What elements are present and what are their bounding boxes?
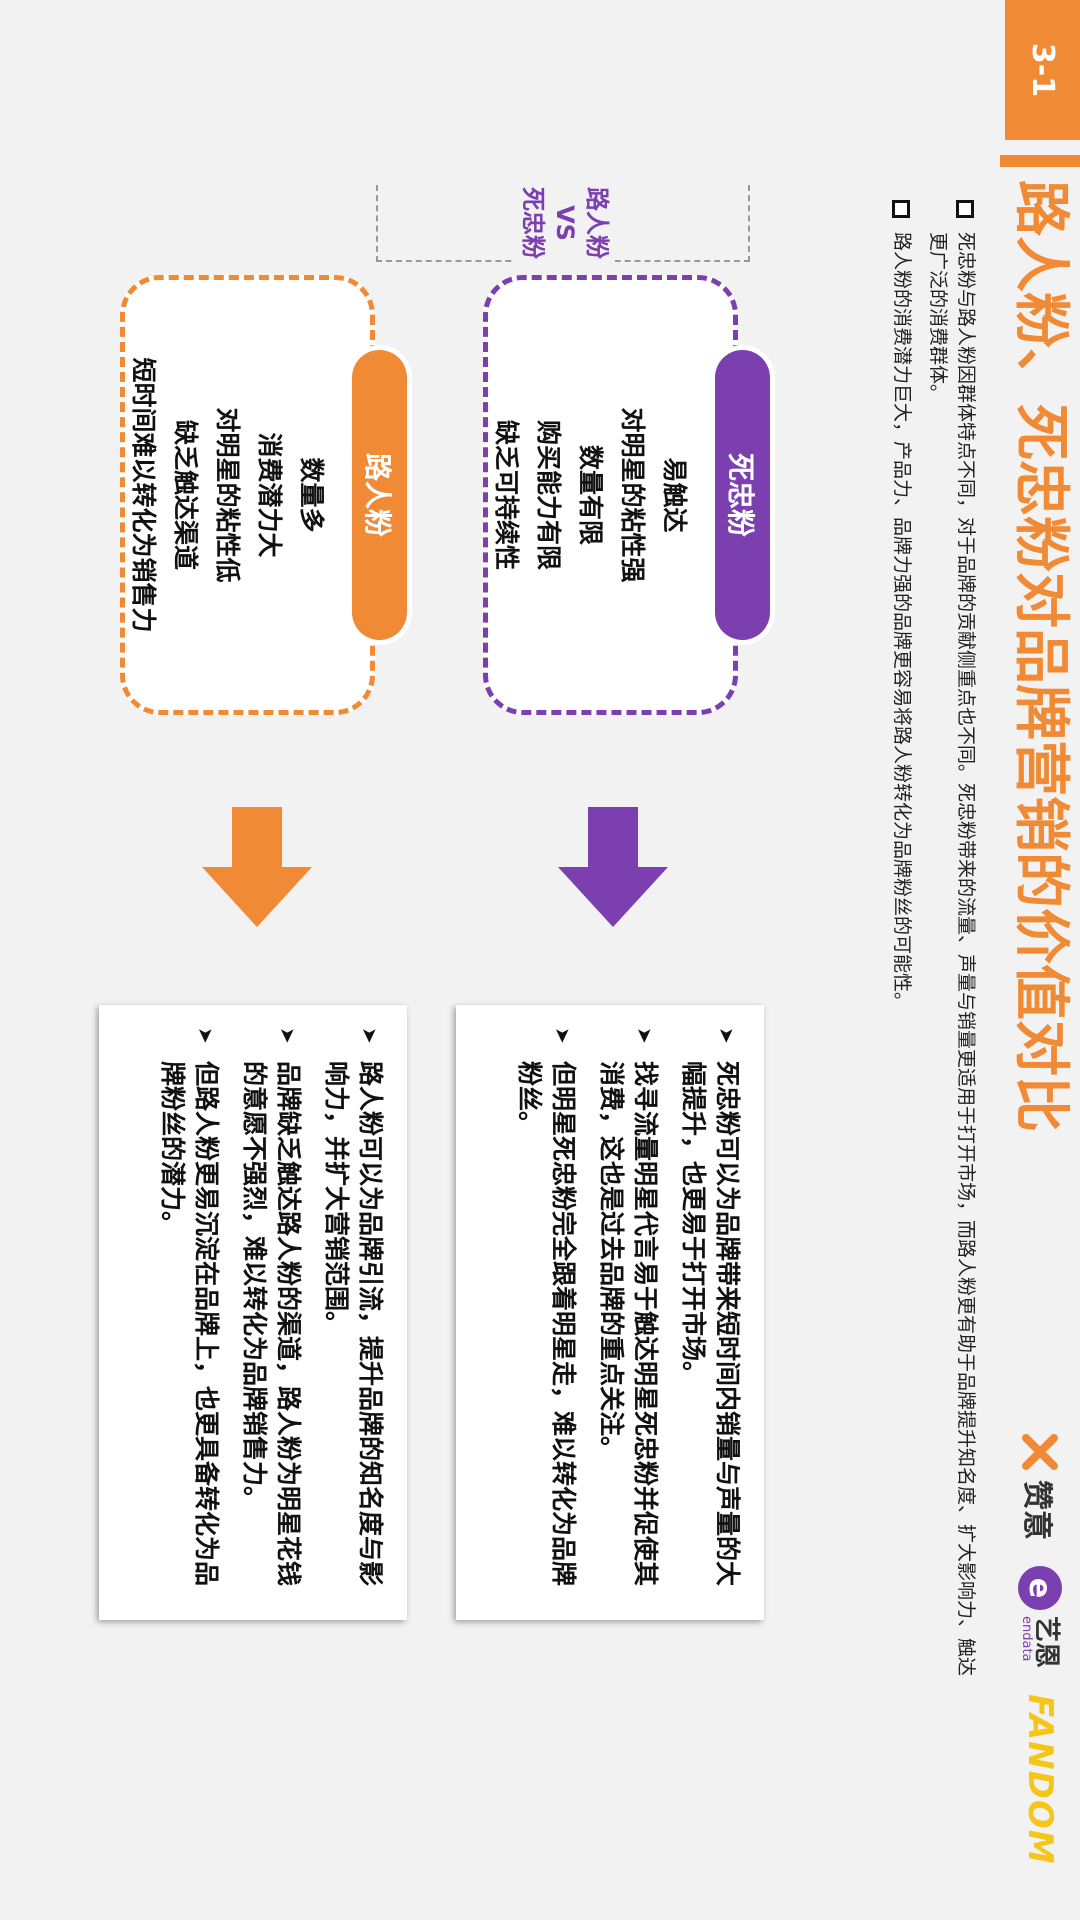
trait-item: 易触达 — [660, 457, 689, 533]
vs-label: 路人粉 VS 死忠粉 — [515, 168, 615, 278]
zany-logo: 赞意 — [1018, 1430, 1062, 1540]
bullet-item: 路人粉的消费潜力巨大，产品力、品牌力强的品牌更容易将路人粉转化为品牌粉丝的可能性… — [888, 200, 916, 1680]
point-text: 品牌缺乏触达路人粉的渠道，路人粉为明星花钱的意愿不强烈，难以转化为品牌销售力。 — [240, 1061, 303, 1587]
endata-logo-en: endata — [1019, 1616, 1035, 1662]
title-accent-bar — [1000, 155, 1080, 167]
trait-item: 购买能力有限 — [534, 419, 563, 570]
passerby-points-card: ➤ 路人粉可以为品牌引流，提升品牌的知名度与影响力，并扩大营销范围。 ➤ 品牌缺… — [99, 1005, 407, 1620]
bullet-item: 死忠粉与路人粉因群体特点不同，对于品牌的贡献侧重点也不同。死忠粉带来的流量、声量… — [924, 200, 980, 1680]
point-item: ➤ 但明星死忠粉完全跟着明星走，难以转化为品牌粉丝。 — [512, 1027, 580, 1592]
point-text: 但路人粉更易沉淀在品牌上，也更具备转化为品牌粉丝的潜力。 — [158, 1061, 221, 1587]
point-text: 找寻流量明星代言易于触达明星死忠粉并促使其消费，这也是过去品牌的重点关注。 — [597, 1061, 660, 1587]
diehard-label-pill: 死忠粉 — [715, 350, 770, 640]
right-arrow-icon — [558, 807, 668, 927]
endata-e-icon: e — [1018, 1566, 1062, 1610]
point-item: ➤ 品牌缺乏触达路人粉的渠道，路人粉为明星花钱的意愿不强烈，难以转化为品牌销售力… — [237, 1027, 305, 1592]
trait-item: 数量有限 — [576, 444, 605, 545]
diehard-traits: 易触达 对明星的粘性强 数量有限 购买能力有限 缺乏可持续性 — [485, 300, 695, 690]
trait-item: 消费潜力大 — [255, 432, 284, 558]
trait-item: 数量多 — [297, 457, 326, 533]
chevron-bullet-icon: ➤ — [551, 1027, 575, 1044]
trait-item: 缺乏可持续性 — [492, 419, 521, 570]
passerby-traits: 数量多 消费潜力大 对明星的粘性低 缺乏触达渠道 短时间难以转化为销售力 — [122, 300, 332, 690]
right-arrow-icon — [202, 807, 312, 927]
passerby-label-pill: 路人粉 — [352, 350, 407, 640]
chevron-bullet-icon: ➤ — [276, 1027, 300, 1044]
trait-item: 缺乏触达渠道 — [171, 419, 200, 570]
endata-logo-cn: 艺恩 — [1031, 1616, 1062, 1669]
chevron-bullet-icon: ➤ — [715, 1027, 739, 1044]
point-item: ➤ 但路人粉更易沉淀在品牌上，也更具备转化为品牌粉丝的潜力。 — [155, 1027, 223, 1592]
vs-label-line3: 死忠粉 — [519, 187, 547, 259]
zany-logo-text: 赞意 — [1019, 1480, 1054, 1540]
section-badge: 3-1 — [1005, 0, 1080, 140]
intro-bullets: 死忠粉与路人粉因群体特点不同，对于品牌的贡献侧重点也不同。死忠粉带来的流量、声量… — [880, 200, 980, 1680]
point-item: ➤ 找寻流量明星代言易于触达明星死忠粉并促使其消费，这也是过去品牌的重点关注。 — [594, 1027, 662, 1592]
point-text: 路人粉可以为品牌引流，提升品牌的知名度与影响力，并扩大营销范围。 — [322, 1061, 385, 1587]
chevron-bullet-icon: ➤ — [358, 1027, 382, 1044]
trait-item: 短时间难以转化为销售力 — [129, 357, 158, 633]
fandom-logo: FANDOM — [1020, 1694, 1060, 1865]
trait-item: 对明星的粘性强 — [618, 407, 647, 583]
endata-logo: e 艺恩 endata — [1018, 1566, 1062, 1668]
bullet-text: 路人粉的消费潜力巨大，产品力、品牌力强的品牌更容易将路人粉转化为品牌粉丝的可能性… — [891, 232, 913, 1012]
point-text: 但明星死忠粉完全跟着明星走，难以转化为品牌粉丝。 — [515, 1061, 578, 1587]
trait-item: 对明星的粘性低 — [213, 407, 242, 583]
chevron-bullet-icon: ➤ — [194, 1027, 218, 1044]
point-text: 死忠粉可以为品牌带来短时间内销量与声量的大幅提升，也更易于打开市场。 — [679, 1061, 742, 1587]
page-title: 路人粉、死忠粉对品牌营销的价值对比 — [1008, 180, 1073, 1132]
bullet-text: 死忠粉与路人粉因群体特点不同，对于品牌的贡献侧重点也不同。死忠粉带来的流量、声量… — [927, 232, 977, 1677]
vs-label-line2: VS — [551, 205, 579, 241]
square-bullet-icon — [956, 200, 974, 218]
vs-label-line1: 路人粉 — [583, 187, 611, 259]
point-item: ➤ 路人粉可以为品牌引流，提升品牌的知名度与影响力，并扩大营销范围。 — [319, 1027, 387, 1592]
zany-cross-icon — [1022, 1434, 1058, 1470]
square-bullet-icon — [892, 200, 910, 218]
diehard-points-card: ➤ 死忠粉可以为品牌带来短时间内销量与声量的大幅提升，也更易于打开市场。 ➤ 找… — [456, 1005, 764, 1620]
logo-group: 赞意 e 艺恩 endata FANDOM — [1000, 1430, 1080, 1865]
point-item: ➤ 死忠粉可以为品牌带来短时间内销量与声量的大幅提升，也更易于打开市场。 — [676, 1027, 744, 1592]
chevron-bullet-icon: ➤ — [633, 1027, 657, 1044]
